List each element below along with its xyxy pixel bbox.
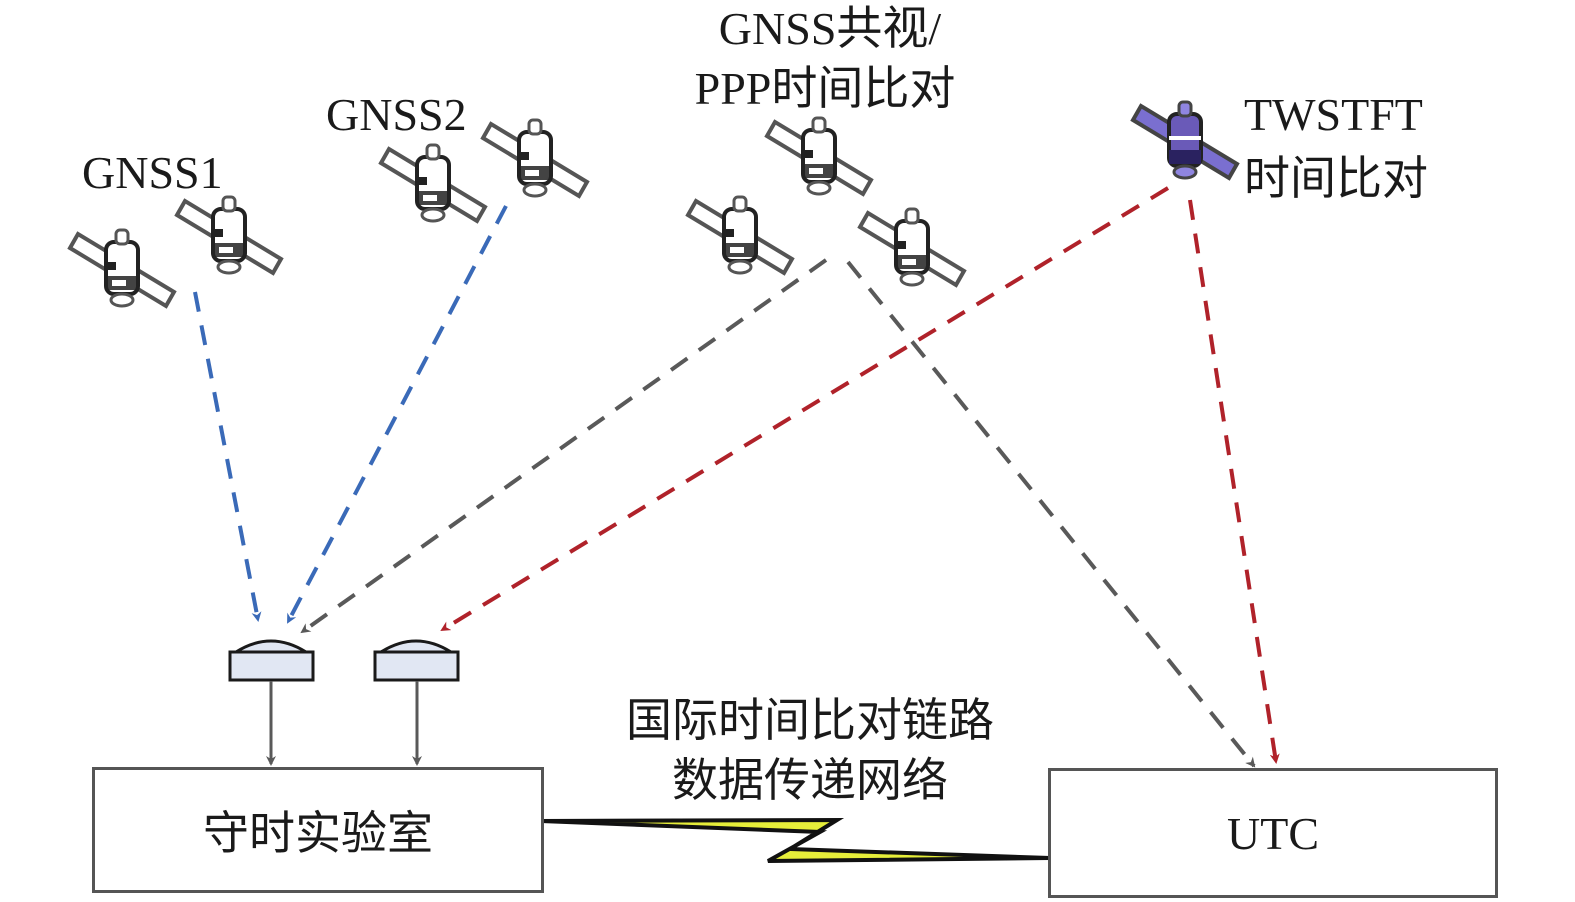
- utc-box: UTC: [1048, 768, 1498, 898]
- twstft-link-lab: [440, 186, 1170, 632]
- twstft-link-utc: [1188, 199, 1280, 764]
- network-label-line2: 数据传递网络: [672, 755, 948, 806]
- gnss2-satellite-a: [379, 143, 487, 223]
- lab-box-label: 守时实验室: [203, 808, 433, 859]
- gnss2-satellite-b: [481, 118, 589, 198]
- common-view-link-utc: [846, 260, 1256, 768]
- gnss1-label: GNSS1: [82, 147, 223, 198]
- common-view-label-line1: GNSS共视/: [718, 3, 942, 54]
- twstft-label-line2: 时间比对: [1244, 153, 1428, 204]
- common-view-satellite-b: [686, 195, 794, 275]
- common-view-label-line2: PPP时间比对: [694, 63, 956, 114]
- antenna-1: [228, 639, 315, 682]
- common-view-satellite-c: [858, 207, 966, 287]
- twstft-satellite: [1131, 100, 1239, 180]
- common-view-link-lab: [300, 258, 828, 634]
- gnss1-satellite-a: [68, 228, 176, 308]
- gnss1-satellite-b: [175, 195, 283, 275]
- gnss1-link: [193, 291, 262, 622]
- common-view-satellite-a: [765, 116, 873, 196]
- data-network-lightning: [540, 817, 1051, 863]
- antenna-2: [373, 639, 460, 682]
- twstft-label-line1: TWSTFT: [1244, 89, 1423, 140]
- utc-box-label: UTC: [1227, 807, 1319, 859]
- network-label-line1: 国际时间比对链路: [626, 695, 994, 746]
- lab-box: 守时实验室: [92, 767, 544, 893]
- gnss2-link: [286, 205, 508, 624]
- gnss2-label: GNSS2: [326, 89, 467, 140]
